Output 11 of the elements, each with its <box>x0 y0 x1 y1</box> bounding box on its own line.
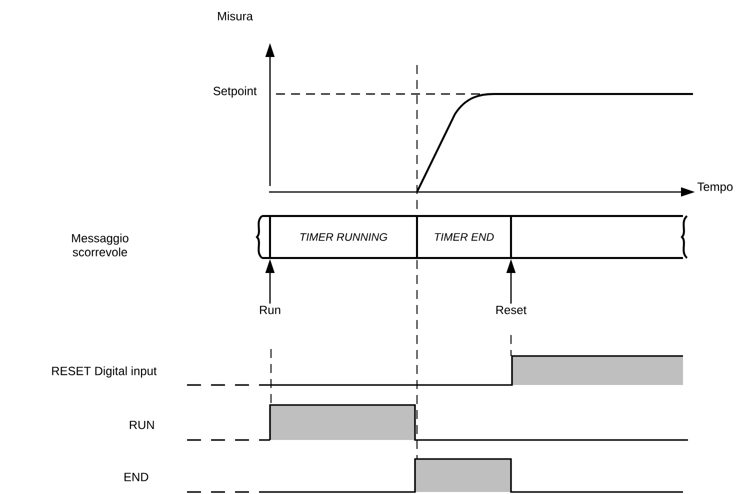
event-label: Reset <box>496 306 527 314</box>
signal-label: END <box>124 472 148 482</box>
axis-label: Tempo <box>697 182 733 194</box>
row-label: Messaggio scorrevole <box>72 234 128 256</box>
axis-label: Misura <box>218 12 253 20</box>
setpoint-label: Setpoint <box>213 86 257 98</box>
signal-label: RESET Digital input <box>52 366 157 378</box>
event-label: Run <box>260 306 280 314</box>
message-cell: TIMER RUNNING <box>269 215 418 259</box>
signal-label: RUN <box>130 420 154 430</box>
message-cell: TIMER END <box>416 215 512 259</box>
